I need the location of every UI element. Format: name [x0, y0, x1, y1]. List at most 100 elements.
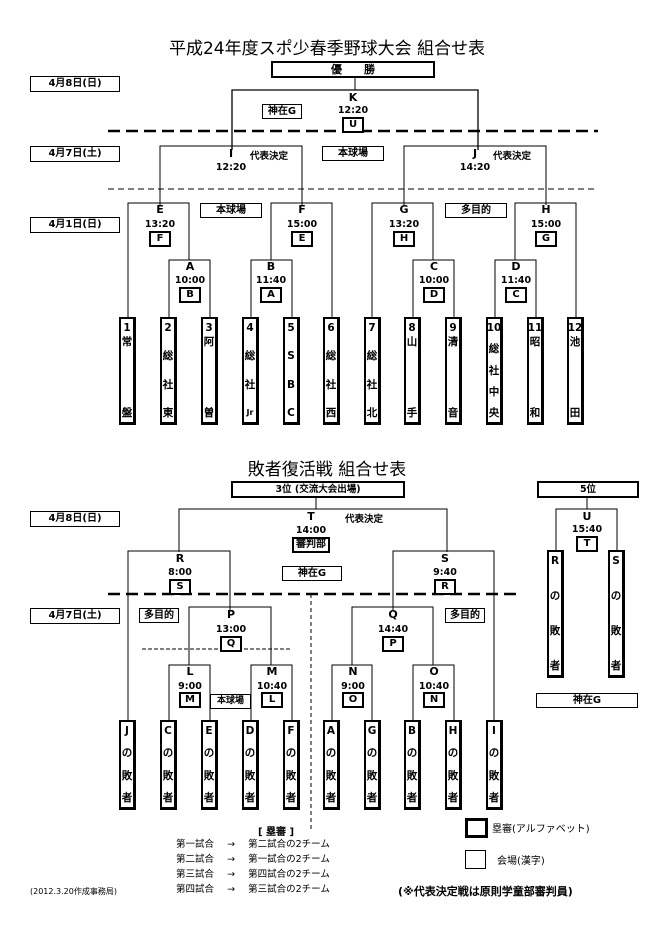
game-time-G: 13:20	[388, 219, 420, 230]
team-name-char: B	[286, 378, 295, 391]
umpire-badge-P: Q	[220, 636, 242, 652]
game-time-L: 9:00	[178, 681, 202, 692]
game-time-U: 15:40	[571, 524, 603, 535]
game-id-H: H	[541, 203, 551, 216]
venue-label-T: 神在G	[282, 566, 342, 581]
loser-text: 敗	[244, 769, 256, 782]
team-card-12: 12 池 田	[567, 317, 584, 425]
loser-text: 者	[121, 791, 133, 804]
team-number: 12	[567, 322, 583, 334]
team-name-char: C	[287, 406, 295, 419]
credit-text: (2012.3.20作成事務局)	[30, 887, 117, 896]
loser-text: の	[244, 747, 256, 760]
venue-label-left: 多目的	[139, 608, 179, 623]
team-number: 1	[123, 322, 131, 334]
consolation-title: 敗者復活戦 組合せ表	[247, 460, 407, 480]
loser-game-id: G	[367, 725, 377, 737]
umpire-badge-S: R	[434, 579, 456, 595]
game-time-J: 14:20	[459, 162, 491, 173]
team-name-char: 央	[488, 407, 500, 419]
team-card-9: 9 清 音	[445, 317, 462, 425]
team-name-char: 手	[406, 407, 418, 419]
loser-game-id: A	[326, 725, 336, 737]
umpire-badge-E: F	[149, 231, 171, 247]
game-time-Q: 14:40	[377, 624, 409, 635]
team-number: 3	[205, 322, 213, 334]
game-id-F: F	[298, 203, 306, 216]
team-card-4: 4 総 社 Jr	[242, 317, 259, 425]
team-name-char: 曽	[203, 407, 215, 419]
game-time-E: 13:20	[144, 219, 176, 230]
game-id-E: E	[156, 203, 164, 216]
loser-text: 敗	[447, 769, 459, 782]
game-time-H: 15:00	[530, 219, 562, 230]
umpire-badge-H: G	[535, 231, 557, 247]
loser-text: の	[121, 747, 133, 760]
footer-note: (※代表決定戦は原則学童部審判員)	[398, 885, 573, 898]
team-name-char: 社	[162, 378, 174, 391]
team-name-char: 清	[447, 336, 459, 348]
loser-game-id: C	[164, 725, 172, 737]
game-time-O: 10:40	[418, 681, 450, 692]
game-time-P: 13:00	[215, 624, 247, 635]
game-time-C: 10:00	[418, 275, 450, 286]
loser-game-id: J	[125, 725, 129, 737]
team-name-char: 盤	[121, 407, 133, 419]
legend-venue-box-icon	[465, 850, 486, 869]
loser-text: 者	[488, 791, 500, 804]
venue-label-EF: 本球場	[200, 203, 262, 218]
loser-game-id: B	[407, 725, 416, 737]
game-time-R: 8:00	[168, 567, 192, 578]
team-card-5: 5 S B C	[283, 317, 300, 425]
loser-text: 者	[162, 791, 174, 804]
arrow-right-icon: →	[227, 839, 236, 850]
rule-to: 第二試合の2チーム	[248, 839, 330, 850]
team-name-char: 田	[569, 407, 581, 419]
umpire-badge-F: E	[291, 231, 313, 247]
game-id-S: S	[441, 552, 449, 565]
venue-label-I: 本球場	[322, 146, 384, 161]
team-number: 11	[527, 322, 543, 334]
umpire-badge-T: 審判部	[292, 537, 330, 553]
game-id-K: K	[348, 91, 358, 104]
team-number: 8	[408, 322, 416, 334]
team-name-char: 阿	[203, 336, 215, 348]
loser-text: の	[366, 747, 378, 760]
loser-game-id: E	[205, 725, 213, 737]
loser-text: 者	[244, 791, 256, 804]
game-time-I: 12:20	[215, 162, 247, 173]
team-number: 10	[486, 322, 502, 334]
team-name-char: 音	[447, 407, 459, 419]
date-label-apr1: 4月1日(日)	[30, 217, 120, 233]
game-time-S: 9:40	[433, 567, 457, 578]
loser-game-id: D	[245, 725, 255, 737]
team-name-char: 和	[529, 407, 541, 419]
game-id-A: A	[185, 260, 195, 273]
team-name-char: 総	[366, 350, 378, 363]
venue-label-right: 多目的	[445, 608, 485, 623]
third-place-header: 3位 (交流大会出場)	[231, 481, 405, 498]
team-name-char: 東	[162, 406, 174, 419]
loser-text: の	[447, 747, 459, 760]
team-name-char: 社	[325, 378, 337, 391]
game-id-G: G	[399, 203, 409, 216]
game-id-M: M	[266, 665, 278, 678]
team-name-char: 社	[488, 364, 500, 377]
game-id-O: O	[429, 665, 439, 678]
game-id-D: D	[511, 260, 521, 273]
umpire-badge-R: S	[169, 579, 191, 595]
umpire-badge-L: M	[179, 692, 201, 708]
umpire-rule: 第一試合 → 第二試合の2チーム	[176, 837, 330, 852]
team-card-3: 3 阿 曽	[201, 317, 218, 425]
umpire-badge-U: T	[576, 536, 598, 552]
team-name-char: 常	[121, 336, 133, 348]
loser-text: 敗	[325, 769, 337, 782]
team-card-6: 6 総 社 西	[323, 317, 340, 425]
loser-text: 者	[366, 791, 378, 804]
loser-text: の	[610, 590, 622, 602]
rule-from: 第二試合	[176, 854, 215, 865]
